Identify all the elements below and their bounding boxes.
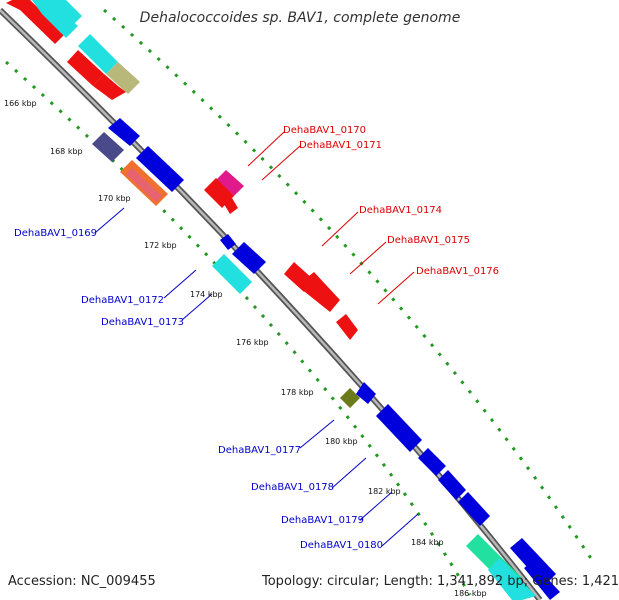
gene-red[interactable] [300, 272, 340, 312]
gene-label[interactable]: DehaBAV1_0178 [251, 482, 334, 493]
kbp-ticks: 166 kbp 168 kbp 170 kbp 172 kbp 174 kbp … [4, 99, 487, 598]
dotted-tracks [5, 8, 594, 596]
gene-blue[interactable] [438, 470, 466, 500]
connector-line [261, 145, 301, 181]
connector-line [359, 491, 393, 521]
gene-label[interactable]: DehaBAV1_0180 [300, 540, 383, 551]
outer-dotted-track [103, 8, 594, 561]
gene-magenta[interactable] [216, 170, 244, 196]
connector-line [181, 293, 213, 321]
tick-label: 184 kbp [411, 538, 444, 547]
gene-cyan[interactable] [488, 558, 536, 600]
tick-label: 168 kbp [50, 147, 83, 156]
label-connectors [95, 131, 419, 547]
connector-line [321, 211, 359, 247]
gene-slate[interactable] [92, 132, 124, 162]
inner-dotted-track [5, 60, 472, 596]
connector-line [377, 271, 415, 305]
gene-blue[interactable] [232, 242, 266, 274]
gene-label[interactable]: DehaBAV1_0177 [218, 445, 301, 456]
tick-label: 166 kbp [4, 99, 37, 108]
gene-label[interactable]: DehaBAV1_0174 [359, 205, 442, 216]
gene-blue[interactable] [136, 146, 184, 192]
gene-olive-green[interactable] [340, 388, 360, 408]
forward-gene-labels: DehaBAV1_0170 DehaBAV1_0171 DehaBAV1_017… [283, 125, 499, 277]
tick-label: 170 kbp [98, 194, 131, 203]
gene-blue[interactable] [220, 234, 236, 250]
connector-line [381, 513, 419, 547]
gene-cyan[interactable] [38, 0, 82, 30]
gene-label[interactable]: DehaBAV1_0176 [416, 266, 499, 277]
connector-line [95, 207, 125, 233]
genome-map: 166 kbp 168 kbp 170 kbp 172 kbp 174 kbp … [0, 0, 594, 600]
gene-olive[interactable] [106, 62, 140, 94]
gene-blue[interactable] [108, 118, 140, 146]
gene-red[interactable] [336, 314, 358, 340]
gene-red[interactable] [204, 178, 234, 208]
connector-line [299, 419, 335, 449]
reverse-gene-labels: DehaBAV1_0169 DehaBAV1_0172 DehaBAV1_017… [14, 228, 383, 551]
gene-blue[interactable] [418, 448, 446, 476]
tick-label: 172 kbp [144, 241, 177, 250]
connector-line [247, 131, 285, 167]
tick-label: 180 kbp [325, 437, 358, 446]
forward-genes [204, 170, 358, 340]
gene-pink-overlay [126, 168, 162, 202]
gene-label[interactable]: DehaBAV1_0169 [14, 228, 97, 239]
gene-red[interactable] [6, 0, 65, 44]
gene-label[interactable]: DehaBAV1_0170 [283, 125, 366, 136]
tick-label: 176 kbp [236, 338, 269, 347]
gene-blue[interactable] [458, 492, 490, 526]
gene-label[interactable]: DehaBAV1_0171 [299, 140, 382, 151]
gene-cyan[interactable] [212, 254, 252, 294]
gene-blue[interactable] [376, 404, 422, 452]
genome-summary-text: Topology: circular; Length: 1,341,892 bp… [262, 574, 619, 589]
tick-label: 186 kbp [454, 589, 487, 598]
tick-label: 174 kbp [190, 290, 223, 299]
connector-line [163, 269, 197, 299]
gene-label[interactable]: DehaBAV1_0173 [101, 317, 184, 328]
gene-cyan[interactable] [78, 34, 118, 74]
gene-red[interactable] [67, 50, 104, 86]
connector-line [331, 457, 367, 489]
gene-label[interactable]: DehaBAV1_0179 [281, 515, 364, 526]
map-title: Dehalococcoides sp. BAV1, complete genom… [139, 10, 461, 26]
outer-genes-top [6, 0, 140, 100]
accession-text: Accession: NC_009455 [8, 574, 156, 589]
gene-label[interactable]: DehaBAV1_0172 [81, 295, 164, 306]
gene-red[interactable] [93, 74, 126, 100]
gene-blue[interactable] [524, 562, 560, 600]
tick-label: 178 kbp [281, 388, 314, 397]
gene-blue[interactable] [356, 382, 376, 404]
gene-label[interactable]: DehaBAV1_0175 [387, 235, 470, 246]
connector-line [349, 241, 387, 275]
gene-blue[interactable] [510, 538, 556, 586]
inner-genes [92, 118, 560, 600]
tick-label: 182 kbp [368, 487, 401, 496]
gene-red[interactable] [224, 198, 238, 214]
